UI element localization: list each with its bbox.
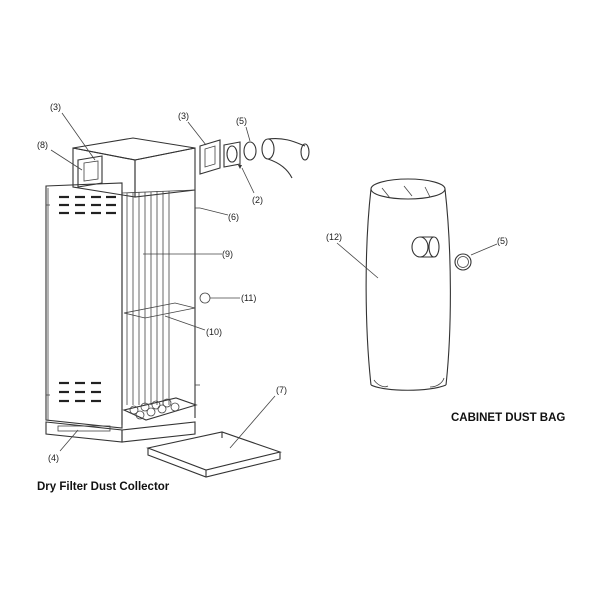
dust-bag <box>365 178 472 391</box>
clamp-ring <box>454 253 472 271</box>
callout-12: (12) <box>326 232 342 242</box>
callout-2: (2) <box>252 195 263 205</box>
callout-11: (11) <box>241 293 256 303</box>
gasket-plate <box>199 139 221 175</box>
duct-assembly <box>199 138 310 179</box>
callout-7: (7) <box>276 385 287 395</box>
filter-base <box>122 397 198 421</box>
callouts: (3) (8) (3) (5) (2) (6) (9) (11) (10) (7… <box>37 102 508 463</box>
caption-dust-collector: Dry Filter Dust Collector <box>37 481 170 493</box>
callout-6: (6) <box>228 212 239 222</box>
bottom-drawer <box>45 421 123 443</box>
filter-shelf <box>123 302 196 319</box>
grommet <box>199 292 211 304</box>
caption-dust-bag: CABINET DUST BAG <box>451 412 565 424</box>
vent-slots-bottom <box>59 381 101 403</box>
callout-5-bag: (5) <box>497 236 508 246</box>
o-ring <box>243 141 257 161</box>
filter-tubes <box>126 191 170 405</box>
callout-3-top-left: (3) <box>50 102 61 112</box>
leader-lines <box>50 112 498 452</box>
callout-8: (8) <box>37 140 48 150</box>
callout-9: (9) <box>222 249 233 259</box>
collection-tray <box>146 431 282 478</box>
vent-slots-top <box>59 195 116 215</box>
callout-4: (4) <box>48 453 59 463</box>
bag-port <box>411 236 429 258</box>
dust-collector-cabinet <box>45 137 200 443</box>
callout-10: (10) <box>206 327 222 337</box>
inlet-plate <box>77 155 103 188</box>
callout-3-duct: (3) <box>178 111 189 121</box>
callout-5-duct: (5) <box>236 116 247 126</box>
